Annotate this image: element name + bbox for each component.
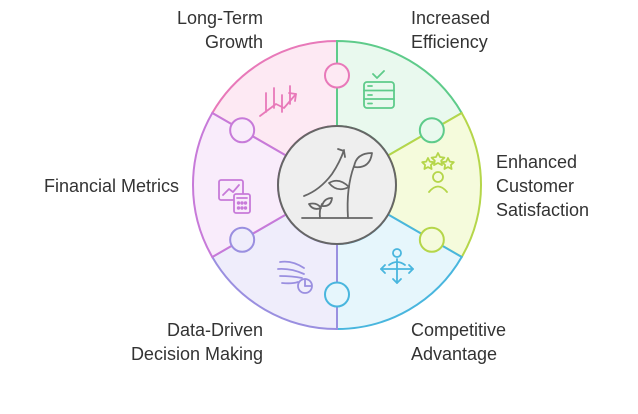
data-flow-icon xyxy=(277,260,313,294)
person-arrows-icon xyxy=(380,248,414,284)
puzzle-knob-long-term-growth xyxy=(324,62,350,89)
label-competitive-advantage: Competitive Advantage xyxy=(411,320,507,364)
label-enhanced-customer-satisfaction: Enhanced Customer Satisfaction xyxy=(496,152,590,220)
growth-chart-icon xyxy=(259,85,297,117)
customer-stars-icon xyxy=(421,152,455,193)
puzzle-knob-increased-efficiency xyxy=(418,117,445,144)
label-long-term-growth: Long-Term Growth xyxy=(176,8,263,52)
puzzle-knob-enhanced-customer-satisfaction xyxy=(418,226,445,253)
label-data-driven-decision-making: Data-Driven Decision Making xyxy=(130,320,263,364)
puzzle-knob-financial-metrics xyxy=(229,117,256,144)
puzzle-knob-competitive-advantage xyxy=(324,281,350,308)
calculator-chart-icon xyxy=(218,179,251,214)
wheel-segments xyxy=(191,39,483,331)
label-increased-efficiency: Increased Efficiency xyxy=(411,8,491,52)
server-check-icon xyxy=(363,70,395,109)
plant-growth-icon xyxy=(301,148,373,219)
puzzle-knob-data-driven-decision-making xyxy=(229,226,256,253)
center-hub xyxy=(277,125,397,245)
label-financial-metrics: Financial Metrics xyxy=(43,176,179,196)
